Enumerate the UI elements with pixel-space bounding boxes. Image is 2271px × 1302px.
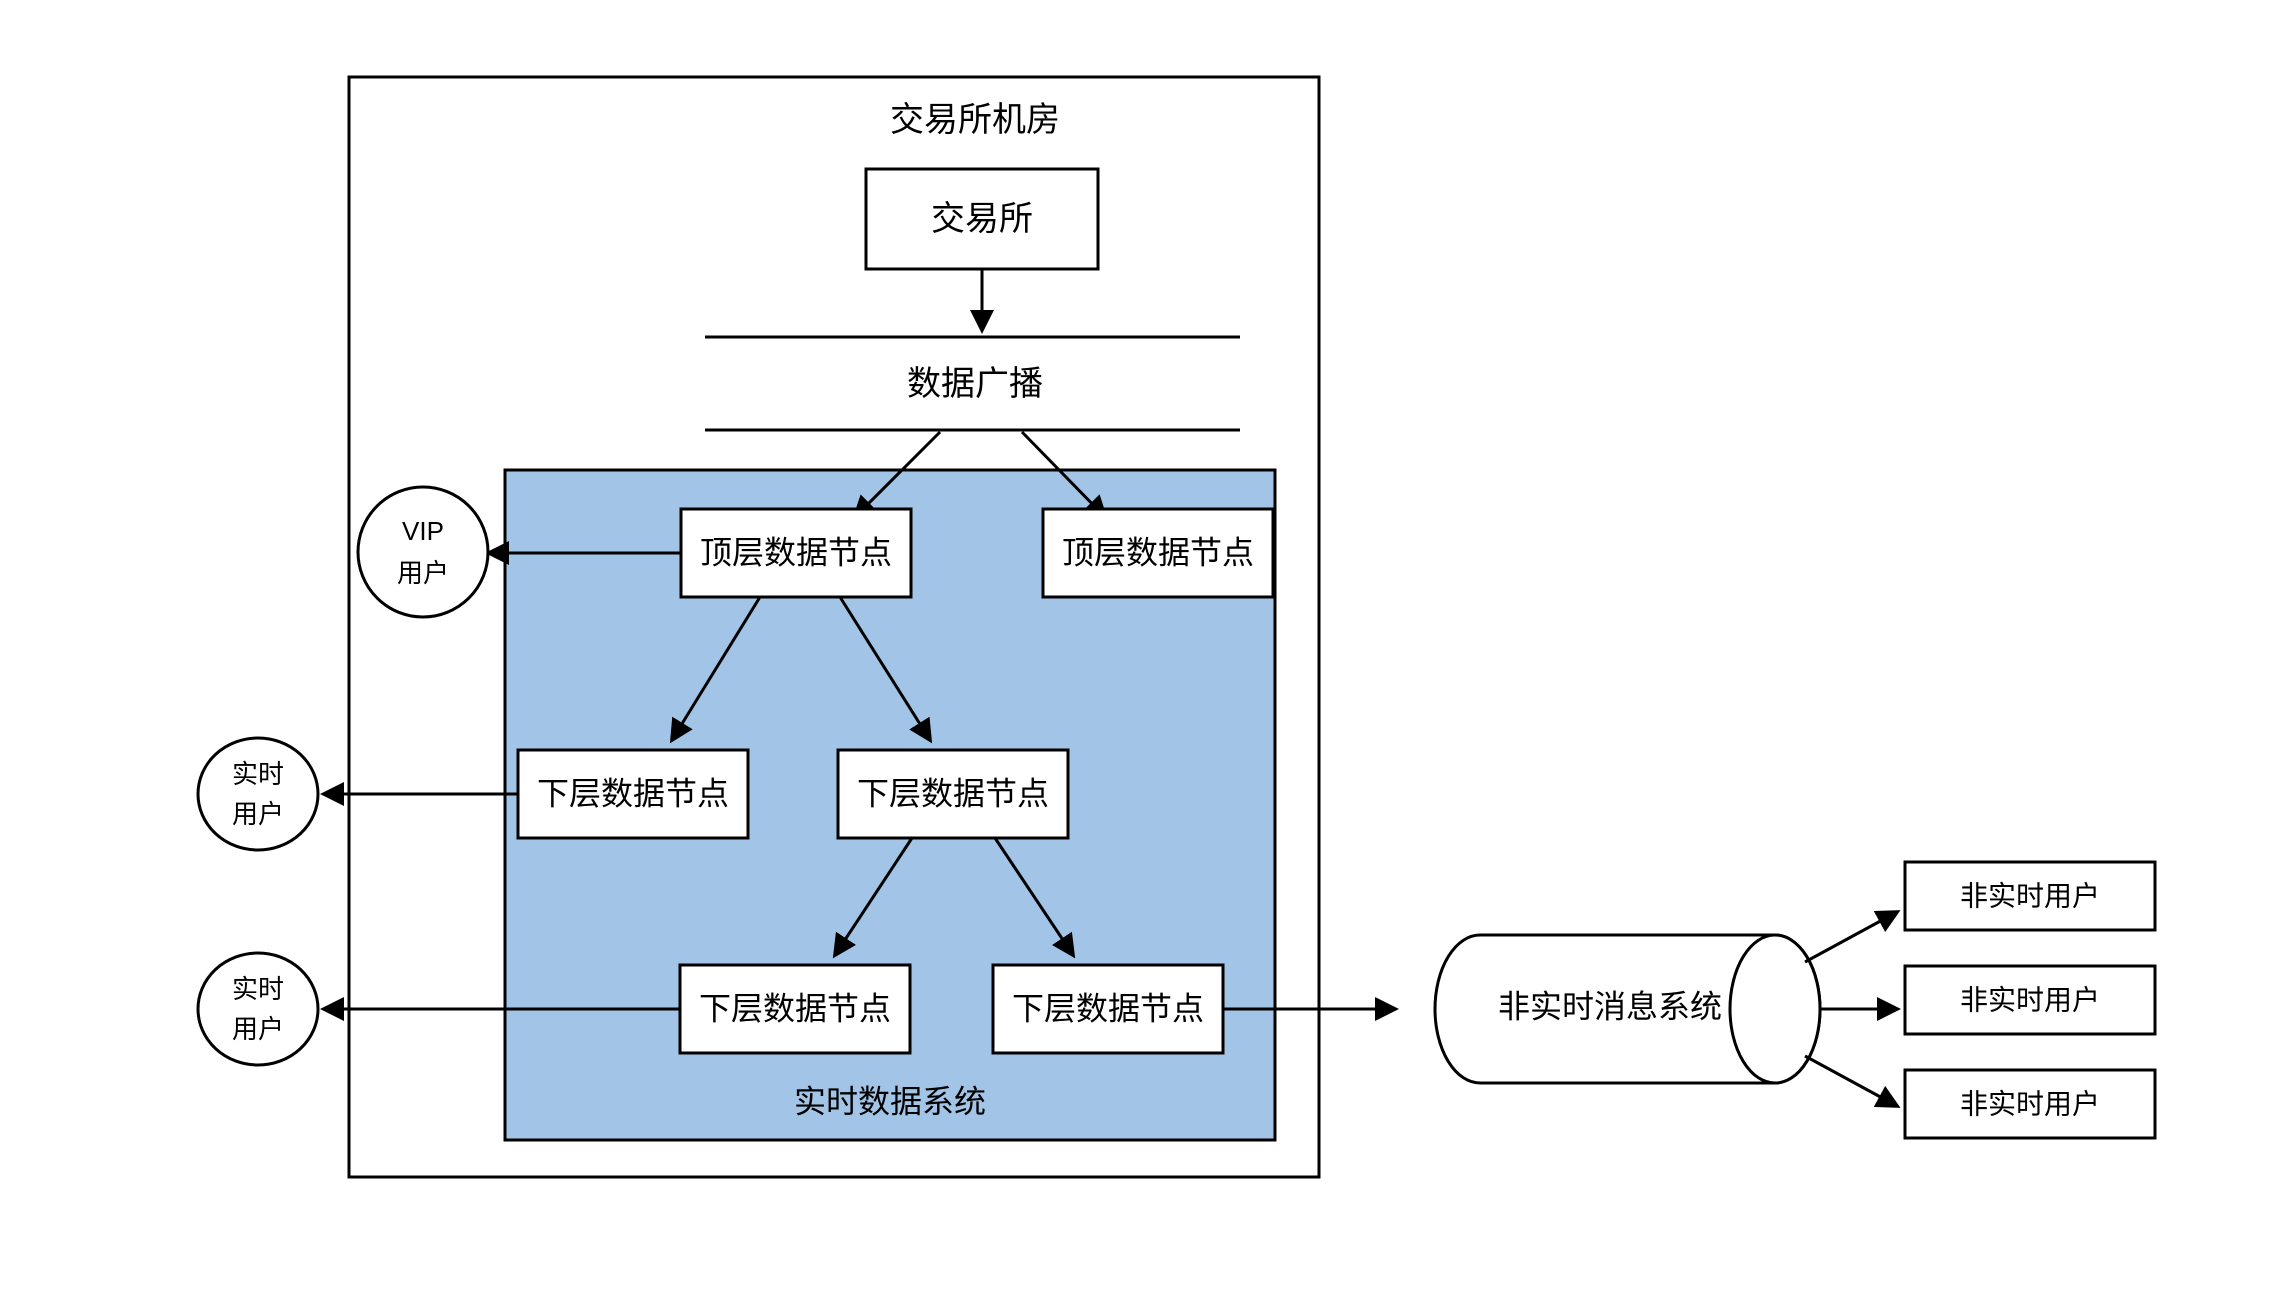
top-data-node-1-label: 顶层数据节点 — [700, 534, 892, 570]
lower-data-node-3 — [678, 963, 912, 1055]
realtime-user-2-label-line2: 用户 — [232, 1014, 284, 1044]
vip-user-node — [356, 485, 490, 619]
broadcast-label: 数据广播 — [907, 365, 1043, 403]
lower-data-node-4-label: 下层数据节点 — [1012, 990, 1204, 1026]
realtime-data-system-label: 实时数据系统 — [794, 1083, 986, 1119]
edge-broadcast-to-top-node-2 — [1020, 430, 1108, 520]
realtime-user-2-label-line1: 实时 — [232, 974, 284, 1004]
top-data-node-2 — [1041, 507, 1275, 599]
edge-message-system-to-nonrealtime-user-3 — [1804, 1054, 1901, 1108]
nonrealtime-user-box-1 — [1903, 860, 2157, 932]
nonrealtime-user-box-2 — [1903, 964, 2157, 1036]
exchange-box — [864, 167, 1100, 271]
realtime-user-node-1 — [196, 736, 320, 852]
vip-user-label-line1: VIP — [402, 516, 444, 546]
edge-broadcast-to-top-node-1 — [852, 430, 942, 520]
lower-data-node-1 — [516, 748, 750, 840]
realtime-user-1-label-line1: 实时 — [232, 759, 284, 789]
lower-data-node-2-label: 下层数据节点 — [857, 775, 1049, 811]
lower-data-node-3-label: 下层数据节点 — [699, 990, 891, 1026]
edge-lower-node-2-to-lower-node-4 — [993, 837, 1076, 959]
edge-message-system-to-nonrealtime-user-1 — [1804, 910, 1901, 964]
realtime-user-node-2 — [196, 951, 320, 1067]
edge-top-node-1-to-lower-node-1 — [669, 596, 762, 744]
edge-top-node-1-to-lower-node-2 — [838, 596, 933, 744]
lower-data-node-2 — [836, 748, 1070, 840]
nonrealtime-user-2-label: 非实时用户 — [1960, 984, 2100, 1015]
vip-user-label-line2: 用户 — [397, 558, 449, 588]
nonrealtime-user-1-label: 非实时用户 — [1960, 880, 2100, 911]
lower-data-node-1-label: 下层数据节点 — [537, 775, 729, 811]
nonrealtime-user-3-label: 非实时用户 — [1960, 1088, 2100, 1119]
edge-lower-node-2-to-lower-node-3 — [832, 837, 914, 959]
top-data-node-2-label: 顶层数据节点 — [1062, 534, 1254, 570]
exchange-datacenter-container — [347, 75, 1321, 1179]
message-system-label: 非实时消息系统 — [1498, 988, 1722, 1024]
nonrealtime-user-box-3 — [1903, 1068, 2157, 1140]
exchange-box-label: 交易所 — [931, 200, 1033, 238]
message-system-cylinder-cap — [1728, 933, 1822, 1085]
realtime-user-1-label-line2: 用户 — [232, 799, 284, 829]
lower-data-node-4 — [991, 963, 1225, 1055]
exchange-datacenter-title: 交易所机房 — [890, 101, 1060, 139]
